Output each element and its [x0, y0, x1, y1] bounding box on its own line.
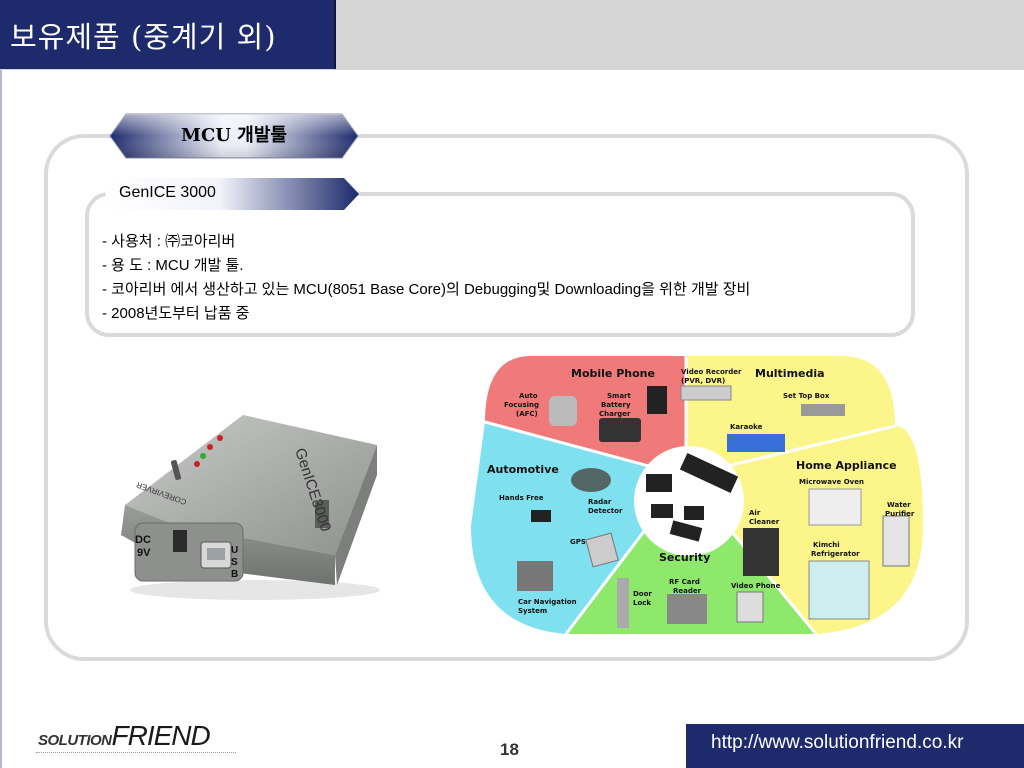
chip-icon — [669, 520, 703, 542]
genice-device-image: DC 9V U S B GenICE3000 COREVIRVER — [121, 415, 380, 600]
segment-automotive-label: Automotive — [487, 463, 559, 476]
card-reader-icon — [667, 594, 707, 624]
water-purifier-icon — [882, 515, 910, 567]
label-car-navigation-2: System — [518, 607, 547, 615]
label-kimchi-2: Refrigerator — [811, 550, 860, 558]
page-title: 보유제품 (중계기 외) — [10, 20, 277, 54]
car-navigation-icon — [517, 561, 553, 591]
left-border-line — [0, 70, 2, 768]
segment-multimedia-label: Multimedia — [755, 367, 825, 380]
karaoke-icon — [727, 434, 785, 452]
label-rf-card-2: Reader — [673, 587, 702, 595]
label-car-navigation-1: Car Navigation — [518, 598, 577, 606]
set-top-box-icon — [801, 404, 845, 416]
air-cleaner-icon — [743, 528, 779, 576]
label-water-purifier-2: Purifier — [885, 510, 915, 518]
label-kimchi-1: Kimchi — [813, 541, 840, 549]
phone-icon — [647, 386, 667, 414]
label-video-phone: Video Phone — [731, 582, 781, 590]
video-phone-icon — [736, 591, 764, 623]
label-smart-battery-3: Charger — [599, 410, 631, 418]
product-description: - 사용처 : ㈜코아리버 - 용 도 : MCU 개발 툴. - 코아리버 에… — [102, 230, 750, 326]
label-smart-battery-1: Smart — [607, 392, 632, 400]
camera-icon — [549, 396, 577, 426]
description-panel — [85, 192, 915, 337]
radar-detector-icon — [571, 468, 611, 492]
door-lock-icon — [617, 578, 629, 628]
page-number: 18 — [500, 740, 519, 759]
hands-free-icon — [531, 510, 551, 522]
product-tag-shape — [105, 178, 359, 210]
label-water-purifier-1: Water — [887, 501, 911, 509]
label-microwave: Microwave Oven — [799, 478, 864, 486]
usb-label-s: S — [231, 557, 238, 568]
mobile-segment — [485, 356, 686, 476]
gps-icon — [585, 532, 619, 568]
label-door-lock-1: Door — [633, 590, 652, 598]
logo-underline — [36, 752, 236, 754]
label-radar-1: Radar — [588, 498, 612, 506]
bullet-usage: - 사용처 : ㈜코아리버 — [102, 233, 236, 250]
label-rf-card-1: RF Card — [669, 578, 700, 586]
label-air-cleaner-1: Air — [749, 509, 761, 517]
usb-label-b: B — [231, 569, 238, 580]
logo-solution-text: SOLUTION — [38, 732, 112, 749]
dc-voltage-label: 9V — [137, 547, 151, 559]
label-auto-focusing-3: (AFC) — [516, 410, 538, 418]
label-gps: GPS — [570, 538, 586, 546]
section-tag-shape — [109, 113, 359, 159]
label-hands-free: Hands Free — [499, 494, 544, 502]
solutionfriend-logo: SOLUTIONFRIEND — [38, 720, 211, 752]
refrigerator-icon — [808, 560, 870, 620]
chip-icon — [684, 506, 704, 520]
label-auto-focusing-1: Auto — [519, 392, 538, 400]
dc-label: DC — [135, 534, 151, 546]
segment-security-label: Security — [659, 551, 710, 564]
chip-icon — [651, 504, 673, 518]
video-recorder-icon — [680, 385, 732, 401]
charger-icon — [599, 418, 641, 442]
segment-mobile-label: Mobile Phone — [571, 367, 655, 380]
label-set-top-box: Set Top Box — [783, 392, 830, 400]
microwave-icon — [808, 488, 862, 526]
label-auto-focusing-2: Focusing — [504, 401, 539, 409]
label-video-recorder-2: (PVR, DVR) — [681, 377, 725, 385]
url-bar — [686, 724, 1024, 768]
logo-friend-text: FRIEND — [111, 720, 211, 751]
label-door-lock-2: Lock — [633, 599, 651, 607]
section-tag-label: MCU 개발툴 — [181, 125, 287, 146]
label-video-recorder-1: Video Recorder — [681, 368, 742, 376]
label-air-cleaner-2: Cleaner — [749, 518, 780, 526]
label-smart-battery-2: Battery — [601, 401, 631, 409]
website-url: http://www.solutionfriend.co.kr — [711, 732, 964, 753]
label-karaoke: Karaoke — [730, 423, 763, 431]
bullet-purpose: - 용 도 : MCU 개발 툴. — [102, 257, 244, 274]
title-box: 보유제품 (중계기 외) — [0, 0, 336, 69]
chip-icon — [646, 474, 672, 492]
mcu-application-diagram: Mobile Phone Multimedia Automotive Home … — [471, 356, 923, 635]
chip-icon — [679, 453, 739, 493]
usb-label-u: U — [231, 545, 238, 556]
bullet-detail: - 코아리버 에서 생산하고 있는 MCU(8051 Base Core)의 D… — [102, 281, 751, 298]
bullet-since: - 2008년도부터 납품 중 — [102, 305, 250, 322]
product-name: GenICE 3000 — [119, 184, 216, 201]
label-radar-2: Detector — [588, 507, 623, 515]
segment-home-label: Home Appliance — [796, 459, 897, 472]
